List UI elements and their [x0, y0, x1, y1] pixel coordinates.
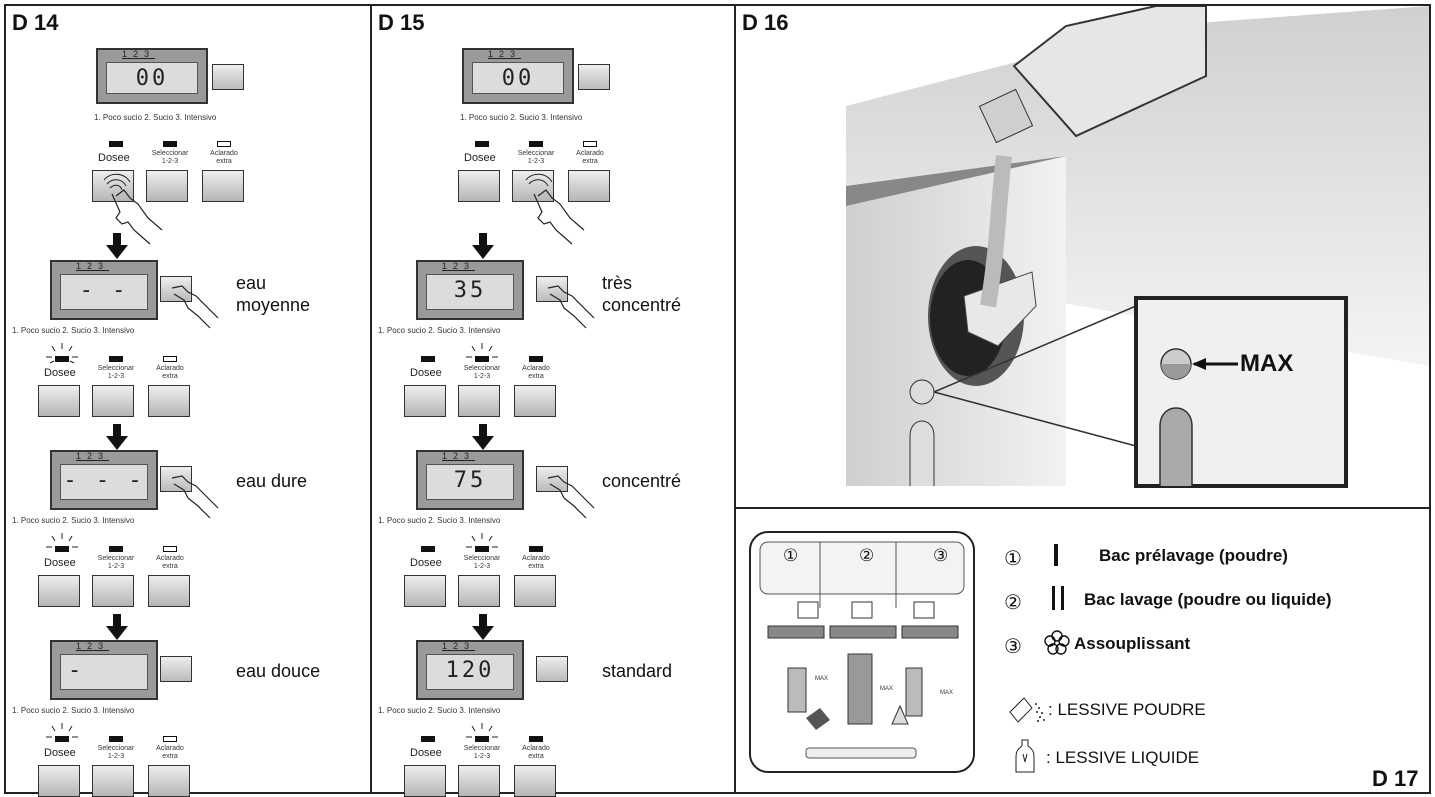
lcd-digits: 00: [135, 66, 169, 91]
legend-number-1: ①: [1004, 548, 1022, 570]
liquid-detergent-icon: [1015, 739, 1035, 773]
step-label: eau dure: [236, 471, 308, 491]
max-small-label: MAX: [940, 690, 954, 696]
detergent-pouring-illustration: [846, 6, 1429, 488]
hand-press-icon: [103, 173, 163, 245]
lcd-display: 123 - - -: [50, 450, 158, 510]
rinse-button[interactable]: [514, 385, 556, 417]
blink-icon: [46, 343, 78, 364]
step-label: standard: [602, 661, 673, 681]
blink-icon: [46, 723, 78, 738]
lcd-digits: -: [68, 658, 85, 683]
dose-button[interactable]: [404, 765, 446, 797]
wash-symbol-icon: [1052, 586, 1055, 610]
rinse-button[interactable]: [148, 385, 190, 417]
dose-button[interactable]: [458, 170, 500, 202]
compartment-1-label: ①: [783, 546, 799, 565]
display-button[interactable]: [160, 656, 192, 682]
detergent-drawer-illustration: [749, 531, 975, 773]
lcd-digits: 75: [453, 468, 487, 493]
select-button[interactable]: [146, 170, 188, 202]
lcd-display: 123 75: [416, 450, 524, 510]
display-button[interactable]: [212, 64, 244, 90]
lcd-display: 123 00: [96, 48, 208, 104]
dose-label: Dosee: [98, 152, 130, 164]
lcd-digits: - -: [79, 278, 129, 303]
display-button[interactable]: [536, 656, 568, 682]
step-label: eau douce: [236, 661, 321, 681]
prewash-symbol-icon: [1054, 544, 1058, 566]
powder-detergent-icon: [1009, 697, 1045, 723]
lcd-digits: 120: [445, 658, 495, 683]
rinse-button[interactable]: [148, 765, 190, 797]
compartment-2-label: ②: [859, 546, 875, 565]
legend-text-2: Bac lavage (poudre ou liquide): [1084, 590, 1332, 609]
display-button[interactable]: [536, 276, 568, 302]
rinse-button[interactable]: [202, 170, 244, 202]
display-button[interactable]: [578, 64, 610, 90]
hand-press-icon: [525, 173, 585, 245]
rinse-button[interactable]: [514, 575, 556, 607]
max-small-label: MAX: [815, 676, 829, 682]
select-button[interactable]: [458, 575, 500, 607]
blink-icon: [466, 723, 498, 738]
compartment-3-label: ③: [933, 546, 949, 565]
panel-label-d15: D 15: [378, 10, 425, 35]
lcd-display: 123 - -: [50, 260, 158, 320]
legend-text-3: Assouplissant: [1074, 634, 1191, 653]
lcd-digits: 35: [453, 278, 487, 303]
panel-d16-frame: [734, 4, 1431, 509]
legend-number-3: ③: [1004, 636, 1022, 658]
hand-press-icon: [547, 475, 595, 519]
max-small-label: MAX: [880, 686, 894, 692]
hand-press-icon: [171, 285, 219, 329]
rinse-button[interactable]: [568, 170, 610, 202]
hand-press-icon: [547, 285, 595, 329]
blink-icon: [46, 533, 78, 548]
hand-press-icon: [171, 475, 219, 519]
select-button[interactable]: [92, 385, 134, 417]
rinse-button[interactable]: [514, 765, 556, 797]
select-button[interactable]: [458, 765, 500, 797]
display-button[interactable]: [160, 276, 192, 302]
lcd-marks: 123: [122, 49, 156, 59]
lcd-caption: 1. Poco sucio 2. Sucio 3. Intensivo: [94, 113, 217, 122]
panel-label-d14: D 14: [12, 10, 59, 35]
blink-icon: [466, 533, 498, 548]
powder-label: : LESSIVE POUDRE: [1048, 700, 1206, 719]
panel-label-d16: D 16: [742, 10, 789, 35]
dose-button[interactable]: [404, 575, 446, 607]
dose-button[interactable]: [38, 385, 80, 417]
lcd-digits: 00: [501, 66, 535, 91]
legend-number-2: ②: [1004, 592, 1022, 614]
legend-text-1: Bac prélavage (poudre): [1099, 546, 1288, 565]
display-button[interactable]: [536, 466, 568, 492]
panel-label-d17: D 17: [1372, 766, 1419, 791]
select-button[interactable]: [92, 765, 134, 797]
lcd-display: 123 35: [416, 260, 524, 320]
select-button[interactable]: [458, 385, 500, 417]
lcd-display: 123 00: [462, 48, 574, 104]
display-button[interactable]: [160, 466, 192, 492]
max-label: MAX: [1240, 350, 1294, 377]
dose-button[interactable]: [38, 765, 80, 797]
lcd-display: 123 120: [416, 640, 524, 700]
lcd-digits: - - -: [63, 468, 145, 493]
select-button[interactable]: [92, 575, 134, 607]
softener-flower-icon: [1044, 630, 1070, 655]
dose-button[interactable]: [38, 575, 80, 607]
blink-icon: [466, 343, 498, 358]
dose-button[interactable]: [404, 385, 446, 417]
panel-d17-frame: [734, 507, 1431, 794]
rinse-button[interactable]: [148, 575, 190, 607]
lcd-display: 123 -: [50, 640, 158, 700]
liquid-label: : LESSIVE LIQUIDE: [1046, 748, 1200, 767]
step-label: concentré: [602, 471, 682, 491]
